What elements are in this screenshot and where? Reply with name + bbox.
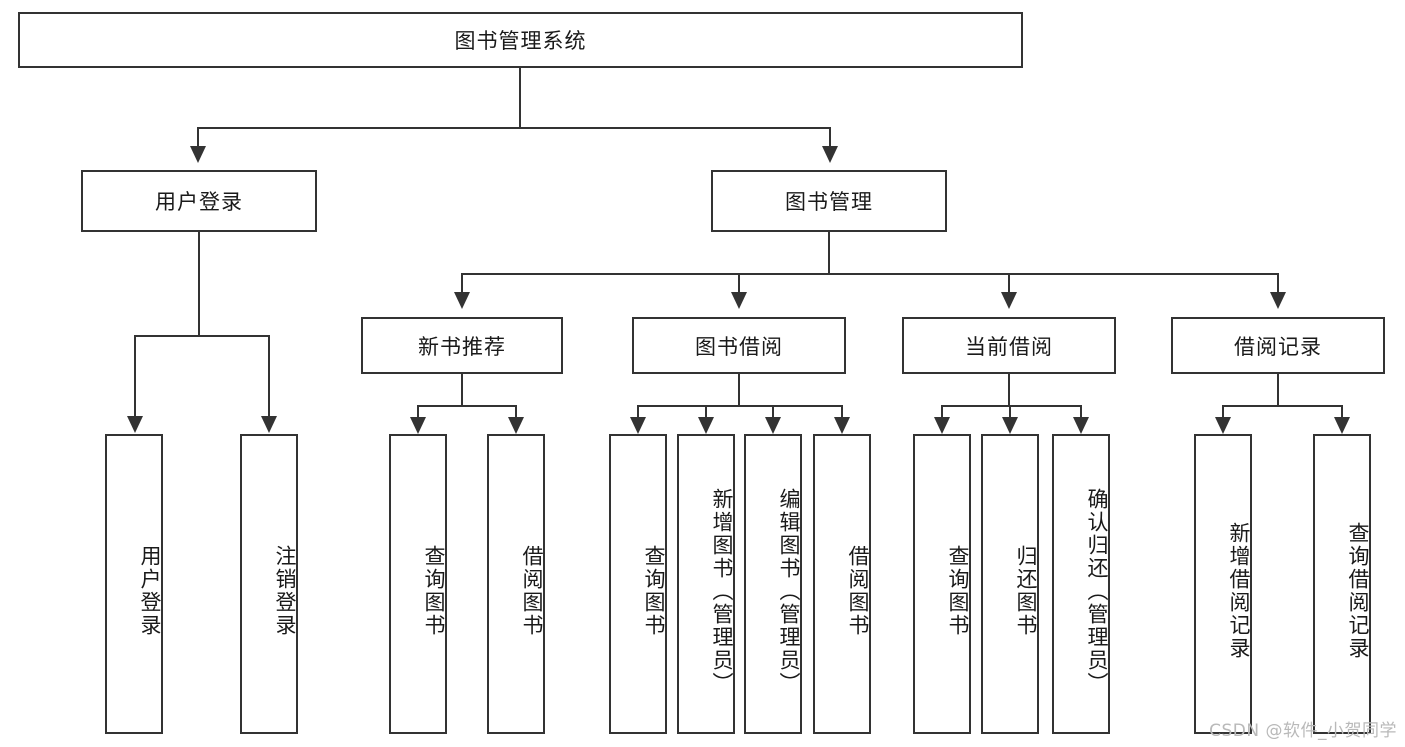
node-leaf-edit-book[interactable]: 编辑图书（管理员） xyxy=(744,434,802,734)
connector-level2-bar xyxy=(197,127,830,129)
connector-user-login-drop-1 xyxy=(134,335,136,417)
node-label: 注销登录 xyxy=(273,545,297,637)
connector-user-login-bar xyxy=(134,335,269,337)
arrow-leaf-add-book xyxy=(698,417,714,434)
connector-bb-drop-3 xyxy=(772,405,774,418)
arrow-leaf-return-book xyxy=(1002,417,1018,434)
connector-root-stem xyxy=(519,68,521,128)
arrow-leaf-edit-book xyxy=(765,417,781,434)
arrow-to-new-book-recommend xyxy=(454,292,470,309)
connector-br-drop-2 xyxy=(1341,405,1343,418)
arrow-to-book-management xyxy=(822,146,838,163)
connector-user-login-drop-2 xyxy=(268,335,270,417)
node-label: 图书管理 xyxy=(785,190,873,214)
connector-to-new-book-recommend xyxy=(461,273,463,293)
node-leaf-confirm-return[interactable]: 确认归还（管理员） xyxy=(1052,434,1110,734)
connector-bb-drop-1 xyxy=(637,405,639,418)
connector-to-book-management xyxy=(829,127,831,146)
connector-bb-drop-2 xyxy=(705,405,707,418)
connector-new-book-recommend-bar xyxy=(417,405,515,407)
connector-nbr-drop-2 xyxy=(515,405,517,418)
node-leaf-query-book-3[interactable]: 查询图书 xyxy=(913,434,971,734)
connector-nbr-drop-1 xyxy=(417,405,419,418)
connector-book-management-stem xyxy=(828,232,830,274)
node-label: 确认归还（管理员） xyxy=(1085,487,1109,695)
node-label: 新书推荐 xyxy=(418,334,506,359)
node-label: 借阅图书 xyxy=(520,545,544,637)
connector-cb-drop-3 xyxy=(1080,405,1082,418)
connector-cb-drop-2 xyxy=(1009,405,1011,418)
node-label: 查询图书 xyxy=(422,545,446,637)
node-label: 编辑图书（管理员） xyxy=(777,487,801,695)
node-borrow-record[interactable]: 借阅记录 xyxy=(1171,317,1385,374)
arrow-leaf-query-book-1 xyxy=(410,417,426,434)
arrow-leaf-query-record xyxy=(1334,417,1350,434)
node-book-borrow[interactable]: 图书借阅 xyxy=(632,317,846,374)
arrow-leaf-query-book-2 xyxy=(630,417,646,434)
node-label: 借阅记录 xyxy=(1234,334,1322,359)
node-user-login[interactable]: 用户登录 xyxy=(81,170,317,232)
node-current-borrow[interactable]: 当前借阅 xyxy=(902,317,1116,374)
node-leaf-query-book-1[interactable]: 查询图书 xyxy=(389,434,447,734)
arrow-leaf-query-book-3 xyxy=(934,417,950,434)
connector-level3-bar xyxy=(461,273,1279,275)
node-leaf-add-book[interactable]: 新增图书（管理员） xyxy=(677,434,735,734)
node-label: 当前借阅 xyxy=(965,334,1053,359)
node-label: 查询图书 xyxy=(642,545,666,637)
arrow-leaf-borrow-book-2 xyxy=(834,417,850,434)
connector-user-login-stem xyxy=(198,232,200,336)
node-label: 归还图书 xyxy=(1014,545,1038,637)
arrow-leaf-user-login xyxy=(127,416,143,433)
arrow-to-user-login xyxy=(190,146,206,163)
arrow-to-borrow-record xyxy=(1270,292,1286,309)
connector-borrow-record-stem xyxy=(1277,374,1279,406)
connector-to-book-borrow xyxy=(738,273,740,293)
node-leaf-user-login[interactable]: 用户登录 xyxy=(105,434,163,734)
node-leaf-query-book-2[interactable]: 查询图书 xyxy=(609,434,667,734)
arrow-leaf-user-logout xyxy=(261,416,277,433)
connector-borrow-record-bar xyxy=(1222,405,1341,407)
node-label: 新增借阅记录 xyxy=(1227,522,1251,660)
connector-br-drop-1 xyxy=(1222,405,1224,418)
connector-bb-drop-4 xyxy=(841,405,843,418)
node-root-book-management-system[interactable]: 图书管理系统 xyxy=(18,12,1023,68)
node-leaf-add-record[interactable]: 新增借阅记录 xyxy=(1194,434,1252,734)
arrow-leaf-borrow-book-1 xyxy=(508,417,524,434)
arrow-to-current-borrow xyxy=(1001,292,1017,309)
connector-current-borrow-stem xyxy=(1008,374,1010,406)
connector-to-borrow-record xyxy=(1277,273,1279,293)
node-leaf-user-logout[interactable]: 注销登录 xyxy=(240,434,298,734)
node-label: 查询借阅记录 xyxy=(1346,522,1370,660)
arrow-leaf-confirm-return xyxy=(1073,417,1089,434)
node-label: 图书管理系统 xyxy=(454,29,587,53)
node-book-management[interactable]: 图书管理 xyxy=(711,170,947,232)
connector-new-book-recommend-stem xyxy=(461,374,463,406)
node-label: 用户登录 xyxy=(155,190,243,214)
connector-to-user-login xyxy=(197,127,199,146)
node-label: 新增图书（管理员） xyxy=(710,487,734,695)
connector-book-borrow-bar xyxy=(637,405,841,407)
node-label: 图书借阅 xyxy=(695,334,783,359)
node-label: 用户登录 xyxy=(138,545,162,637)
arrow-to-book-borrow xyxy=(731,292,747,309)
connector-book-borrow-stem xyxy=(738,374,740,406)
csdn-watermark: CSDN @软件_小贺同学 xyxy=(1209,721,1397,741)
arrow-leaf-add-record xyxy=(1215,417,1231,434)
node-leaf-borrow-book-1[interactable]: 借阅图书 xyxy=(487,434,545,734)
node-label: 借阅图书 xyxy=(846,545,870,637)
node-leaf-return-book[interactable]: 归还图书 xyxy=(981,434,1039,734)
connector-cb-drop-1 xyxy=(941,405,943,418)
node-new-book-recommend[interactable]: 新书推荐 xyxy=(361,317,563,374)
node-leaf-borrow-book-2[interactable]: 借阅图书 xyxy=(813,434,871,734)
connector-to-current-borrow xyxy=(1008,273,1010,293)
node-leaf-query-record[interactable]: 查询借阅记录 xyxy=(1313,434,1371,734)
node-label: 查询图书 xyxy=(946,545,970,637)
